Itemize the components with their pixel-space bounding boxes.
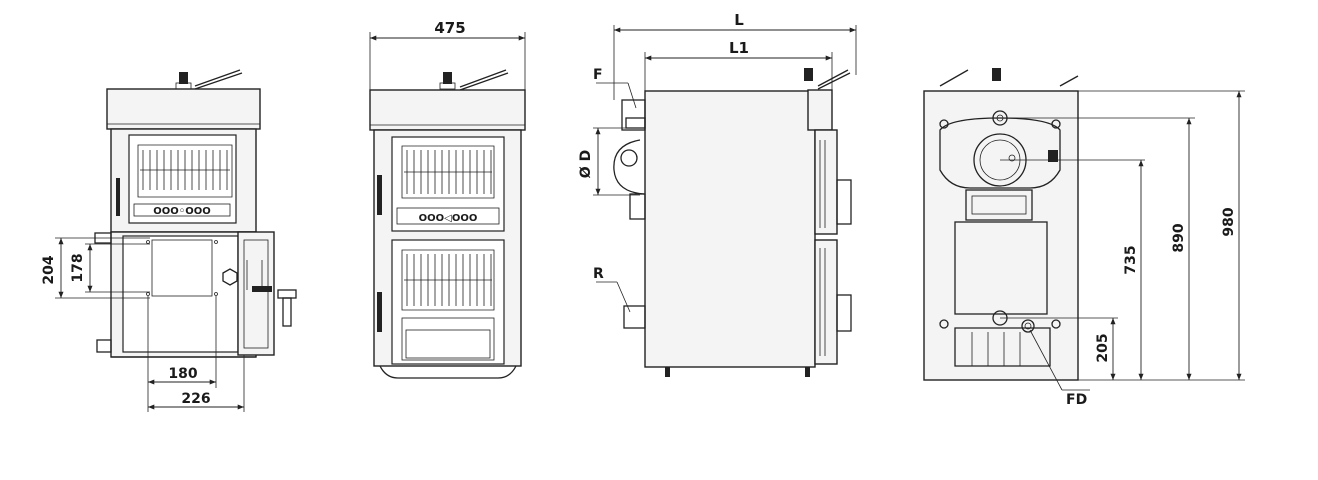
label-F: F: [593, 67, 603, 83]
hex-nut-icon: [222, 268, 238, 286]
dim-180: 180: [168, 366, 197, 382]
upper-door-grille: [137, 144, 233, 198]
front-control-symbols: OOO◦OOO: [153, 206, 210, 217]
dim-226: 226: [181, 391, 210, 407]
dim-890: 890: [1171, 223, 1187, 252]
label-FD: FD: [1066, 392, 1087, 408]
rear-view: 205 735 890 980 FD: [923, 68, 1245, 408]
dim-475: 475: [434, 19, 465, 37]
front-view-open-door: OOO◦OOO 204 178: [41, 69, 297, 412]
dim-735: 735: [1123, 245, 1139, 274]
side-view: L L1 F R Ø D: [578, 11, 857, 377]
label-diameter: Ø D: [578, 150, 594, 178]
dim-L1: L1: [729, 39, 749, 57]
upper-door-grille-2: [401, 145, 495, 199]
lower-door-grille: [401, 249, 495, 311]
dim-L: L: [734, 11, 744, 29]
front-control-symbols-2: OOO◁OOO: [419, 213, 478, 224]
dim-204: 204: [41, 255, 57, 284]
front-view-closed: OOO◁OOO 475: [369, 19, 526, 379]
dim-205: 205: [1095, 333, 1111, 362]
dim-178: 178: [70, 253, 86, 282]
dim-980: 980: [1221, 207, 1237, 236]
label-R: R: [593, 266, 604, 282]
